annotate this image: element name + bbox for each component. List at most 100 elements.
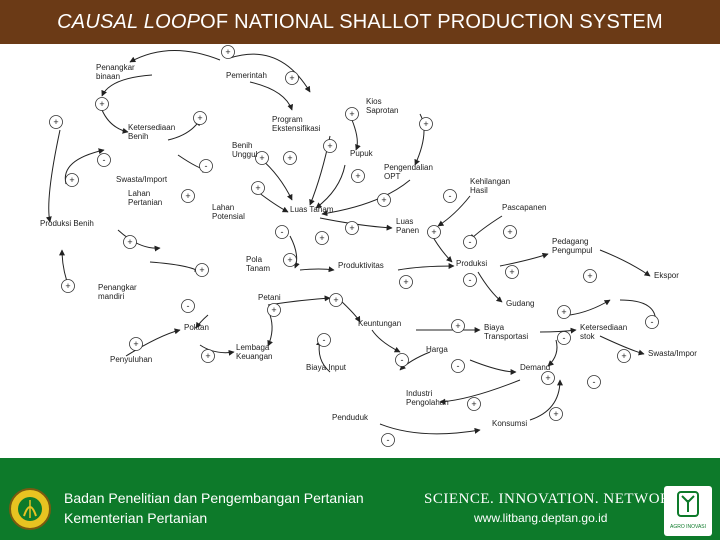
svg-text:+: + xyxy=(255,183,260,193)
node-pemerintah: Pemerintah xyxy=(226,71,267,80)
causal-arrow xyxy=(117,229,161,252)
causal-arrow xyxy=(199,344,235,356)
causal-arrow xyxy=(195,314,209,329)
causal-arrow xyxy=(45,129,61,223)
svg-text:+: + xyxy=(225,47,230,57)
svg-text:-: - xyxy=(457,361,460,371)
positive-polarity-sign: + xyxy=(549,407,563,421)
causal-arrow xyxy=(289,235,300,269)
positive-polarity-sign: + xyxy=(617,349,631,363)
positive-polarity-sign: + xyxy=(345,107,359,121)
positive-polarity-sign: + xyxy=(195,263,209,277)
svg-text:+: + xyxy=(53,117,58,127)
causal-arrow xyxy=(569,299,611,316)
negative-polarity-sign: - xyxy=(587,375,601,389)
positive-polarity-sign: + xyxy=(345,221,359,235)
node-ekspor: Ekspor xyxy=(654,271,679,280)
negative-polarity-sign: - xyxy=(381,433,395,447)
causal-arrow xyxy=(469,359,517,375)
positive-polarity-sign: + xyxy=(467,397,481,411)
svg-text:-: - xyxy=(469,237,472,247)
node-produktivitas: Produktivitas xyxy=(338,261,384,270)
node-penduduk: Penduduk xyxy=(332,413,369,422)
causal-arrow xyxy=(319,217,393,231)
svg-text:+: + xyxy=(507,227,512,237)
svg-text:+: + xyxy=(621,351,626,361)
node-harga: Harga xyxy=(426,345,448,354)
causal-arrow xyxy=(101,74,153,97)
footer-url[interactable]: www.litbang.deptan.go.id xyxy=(474,511,608,525)
causal-arrow xyxy=(321,179,411,217)
causal-arrow xyxy=(379,423,481,435)
causal-arrow xyxy=(315,164,346,209)
causal-arrow xyxy=(229,53,311,93)
svg-text:+: + xyxy=(349,223,354,233)
positive-polarity-sign: + xyxy=(377,193,391,207)
svg-text:+: + xyxy=(259,153,264,163)
negative-polarity-sign: - xyxy=(463,235,477,249)
positive-polarity-sign: + xyxy=(129,337,143,351)
causal-arrow xyxy=(257,191,289,213)
node-penyuluhan: Penyuluhan xyxy=(110,355,152,364)
slide-title: CAUSAL LOOP OF NATIONAL SHALLOT PRODUCTI… xyxy=(0,0,720,44)
node-gudang: Gudang xyxy=(506,299,534,308)
svg-text:+: + xyxy=(287,153,292,163)
svg-text:+: + xyxy=(431,227,436,237)
svg-text:-: - xyxy=(387,435,390,445)
causal-arrow xyxy=(129,50,221,63)
positive-polarity-sign: + xyxy=(267,303,281,317)
positive-polarity-sign: + xyxy=(65,173,79,187)
svg-text:+: + xyxy=(65,281,70,291)
positive-polarity-sign: + xyxy=(251,181,265,195)
svg-text:-: - xyxy=(281,227,284,237)
svg-text:-: - xyxy=(103,155,106,165)
negative-polarity-sign: - xyxy=(199,159,213,173)
positive-polarity-sign: + xyxy=(283,253,297,267)
positive-polarity-sign: + xyxy=(283,151,297,165)
svg-text:-: - xyxy=(401,355,404,365)
polarity-signs: ++++++++--++++++-++-+++-++++-+++-+++-++-… xyxy=(49,45,659,447)
svg-text:+: + xyxy=(185,191,190,201)
svg-text:+: + xyxy=(197,113,202,123)
positive-polarity-sign: + xyxy=(427,225,441,239)
causal-arrow xyxy=(267,314,273,347)
svg-text:-: - xyxy=(323,335,326,345)
causal-arrow xyxy=(339,299,361,323)
causal-arrow xyxy=(439,379,521,405)
causal-arrow xyxy=(539,327,577,334)
negative-polarity-sign: - xyxy=(645,315,659,329)
title-rest: OF NATIONAL SHALLOT PRODUCTION SYSTEM xyxy=(200,10,663,33)
negative-polarity-sign: - xyxy=(181,299,195,313)
positive-polarity-sign: + xyxy=(351,169,365,183)
agro-logo-icon xyxy=(677,491,699,517)
svg-text:+: + xyxy=(319,233,324,243)
causal-arrow xyxy=(101,109,129,134)
positive-polarity-sign: + xyxy=(399,275,413,289)
causal-arrow xyxy=(414,113,425,166)
node-poktan: Poktan xyxy=(184,323,209,332)
svg-text:+: + xyxy=(381,195,386,205)
svg-text:-: - xyxy=(469,275,472,285)
causal-arrow xyxy=(399,351,431,371)
svg-text:+: + xyxy=(133,339,138,349)
positive-polarity-sign: + xyxy=(323,139,337,153)
positive-polarity-sign: + xyxy=(315,231,329,245)
positive-polarity-sign: + xyxy=(557,305,571,319)
positive-polarity-sign: + xyxy=(505,265,519,279)
svg-text:+: + xyxy=(587,271,592,281)
svg-text:+: + xyxy=(509,267,514,277)
causal-arrow xyxy=(547,339,558,367)
node-swasta-import: Swasta/Import xyxy=(116,175,168,184)
svg-text:-: - xyxy=(187,301,190,311)
svg-text:+: + xyxy=(553,409,558,419)
causal-arrow xyxy=(499,252,549,267)
svg-text:+: + xyxy=(271,305,276,315)
org-name-line2: Kementerian Pertanian xyxy=(64,510,208,526)
causal-arrow xyxy=(437,195,471,227)
